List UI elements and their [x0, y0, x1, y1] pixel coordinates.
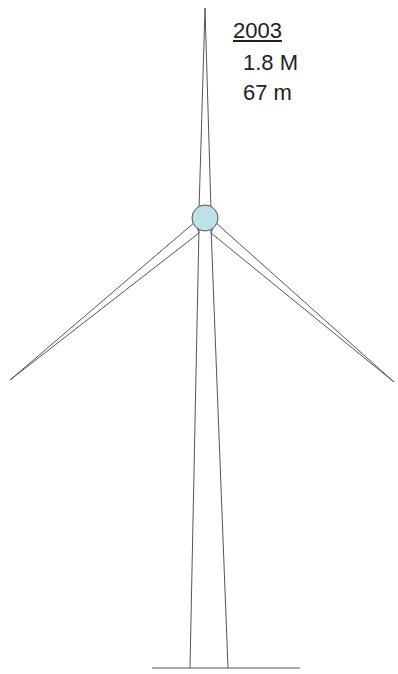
- tower-edge: [190, 228, 199, 668]
- rotor-hub: [192, 205, 218, 231]
- rotor-blade: [10, 222, 199, 380]
- diameter-label: 67 m: [243, 80, 292, 106]
- rotor-blade: [211, 222, 394, 382]
- year-label: 2003: [233, 18, 282, 44]
- rotor-blade: [199, 8, 211, 210]
- ground-line: [152, 668, 300, 669]
- power-label: 1.8 M: [243, 50, 298, 76]
- tower-edge: [211, 228, 228, 668]
